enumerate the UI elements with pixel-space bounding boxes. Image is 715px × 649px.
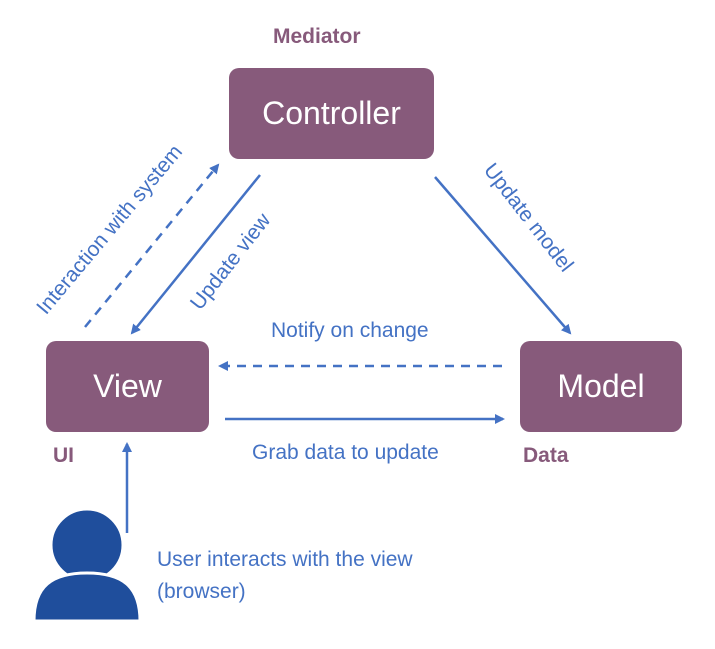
user-caption-line1: User interacts with the view [157,548,413,571]
update-view-arrow [130,174,261,335]
update-model-arrow [434,176,572,335]
view-label: View [93,368,162,404]
controller-label: Controller [262,95,401,131]
interaction-arrow [84,163,220,328]
user-icon [32,507,142,623]
model-label: Model [557,368,645,404]
user-caption-line2: (browser) [157,580,246,603]
grab-label: Grab data to update [252,441,439,464]
controller-box: Controller [229,68,434,159]
mediator-label: Mediator [273,25,361,48]
ui-label: UI [53,444,74,467]
model-box: Model [520,341,682,432]
view-box: View [46,341,209,432]
data-label: Data [523,444,569,467]
notify-label: Notify on change [271,319,429,342]
